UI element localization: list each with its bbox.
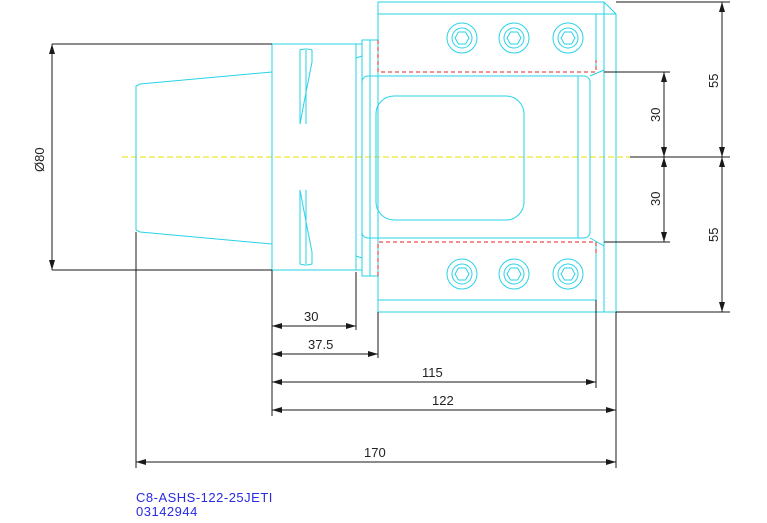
dim-55-top: 55 xyxy=(706,74,721,88)
main-body xyxy=(361,1,617,313)
dim-55-bottom: 55 xyxy=(706,228,721,242)
dim-37-5: 37.5 xyxy=(308,337,333,352)
dim-30-bottom: 30 xyxy=(648,192,663,206)
dim-30: 30 xyxy=(304,309,318,324)
central-pocket xyxy=(375,95,525,221)
dimension-right: 55 30 30 55 xyxy=(604,1,730,313)
dim-122: 122 xyxy=(432,393,454,408)
flange xyxy=(271,43,363,271)
keyway-top xyxy=(299,48,313,125)
dimension-diameter: Ø80 xyxy=(32,43,272,271)
screw-group-top xyxy=(446,22,584,54)
keyway-bottom xyxy=(299,189,313,266)
dim-115: 115 xyxy=(422,365,443,380)
screw-group-bottom xyxy=(446,258,584,290)
model-number: C8-ASHS-122-25JETI xyxy=(136,490,273,505)
dim-30-top: 30 xyxy=(648,108,663,122)
part-code: 03142944 xyxy=(136,504,198,519)
shank xyxy=(135,71,273,245)
diameter-label: Ø80 xyxy=(32,147,47,172)
dimension-bottom: 30 37.5 115 122 170 xyxy=(135,232,617,468)
dim-170: 170 xyxy=(364,445,386,460)
